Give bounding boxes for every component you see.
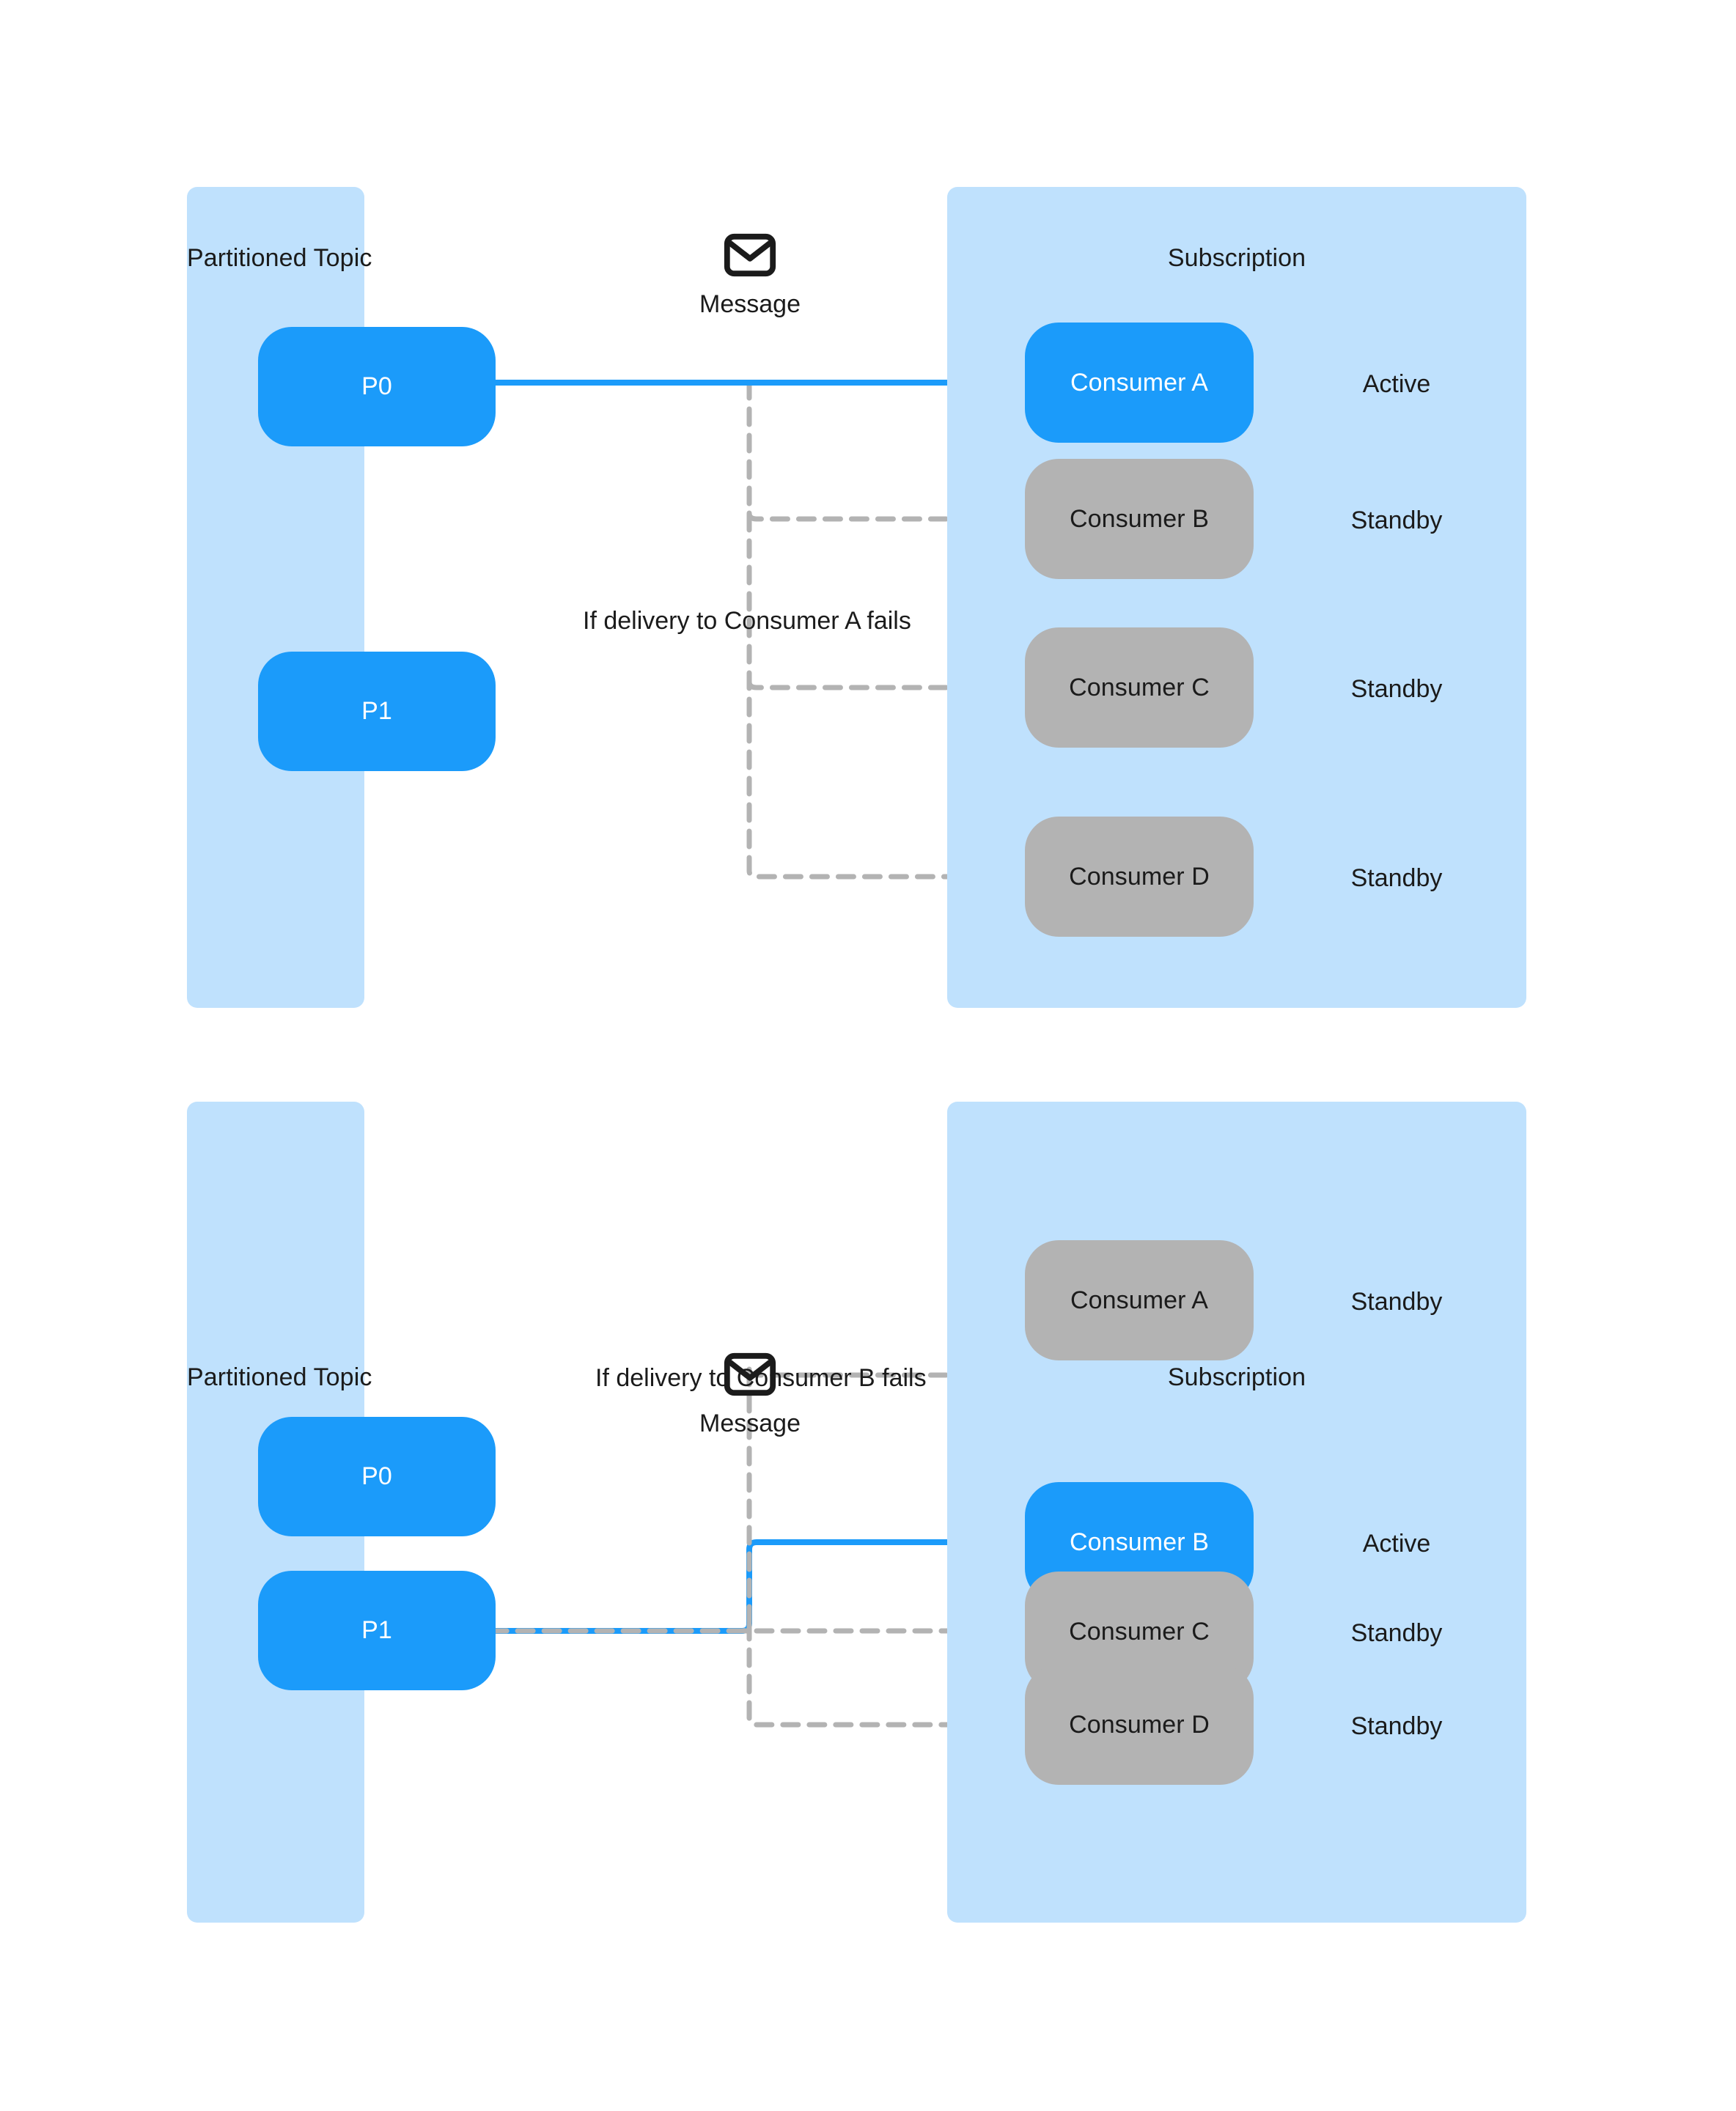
envelope-icon [724, 1352, 776, 1396]
message-icon-group: Message [696, 233, 803, 319]
active-route-p1-to-consumer-b [493, 1539, 1012, 1634]
message-caption: Message [699, 290, 801, 318]
consumer-status-b: Standby [1350, 506, 1443, 534]
scenario-a-section: Partitioned Topic P0 P1 Message If deliv… [187, 187, 1526, 1008]
failover-note-b: If delivery to Consumer B fails [595, 1364, 927, 1392]
envelope-icon [724, 233, 776, 277]
consumer-node-d[interactable]: Consumer D [1025, 817, 1254, 937]
consumer-node-a-2[interactable]: Consumer A [1025, 1240, 1254, 1360]
consumer-status-b-2: Active [1362, 1530, 1431, 1558]
consumer-status-a-2: Standby [1350, 1288, 1443, 1316]
consumer-status-d: Standby [1350, 864, 1443, 892]
partitioned-topic-panel [187, 187, 364, 1008]
partitioned-topic-title: Partitioned Topic [187, 244, 372, 272]
partition-node-p1[interactable]: P1 [258, 652, 496, 771]
partitioned-topic-title-2: Partitioned Topic [187, 1363, 372, 1391]
message-caption-2: Message [699, 1410, 801, 1437]
partition-node-p0[interactable]: P0 [258, 327, 496, 446]
consumer-node-c[interactable]: Consumer C [1025, 627, 1254, 748]
subscription-title-2: Subscription [1167, 1363, 1306, 1391]
consumer-status-c-2: Standby [1350, 1619, 1443, 1647]
message-icon-group-2: Message [696, 1352, 803, 1438]
scenario-b-section: Partitioned Topic P0 P1 Message If deliv… [0, 915, 1736, 1978]
consumer-node-b[interactable]: Consumer B [1025, 459, 1254, 579]
consumer-node-d-2[interactable]: Consumer D [1025, 1665, 1254, 1785]
consumer-status-a: Active [1362, 370, 1431, 398]
consumer-status-c: Standby [1350, 675, 1443, 703]
partition-node-p0-2[interactable]: P0 [258, 1417, 496, 1536]
consumer-status-d-2: Standby [1350, 1712, 1443, 1740]
consumer-node-a[interactable]: Consumer A [1025, 323, 1254, 443]
subscription-title: Subscription [1167, 244, 1306, 272]
partition-node-p1-2[interactable]: P1 [258, 1571, 496, 1690]
failover-note-a: If delivery to Consumer A fails [583, 607, 911, 635]
